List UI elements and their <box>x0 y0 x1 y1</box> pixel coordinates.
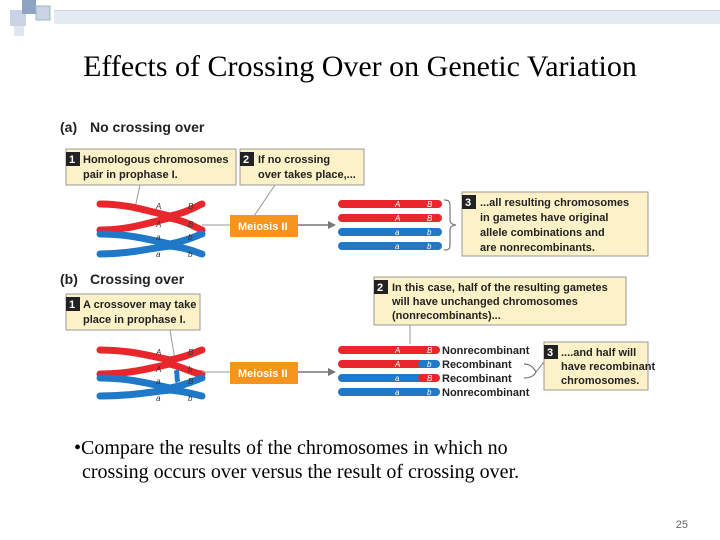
svg-text:A: A <box>155 202 161 211</box>
panel-b-step1-line1: A crossover may take <box>83 299 196 311</box>
svg-text:B: B <box>188 377 194 386</box>
svg-text:b: b <box>188 233 193 242</box>
svg-text:A: A <box>155 220 161 229</box>
panel-b-step1-line2: place in prophase I. <box>83 314 186 326</box>
svg-text:A: A <box>394 214 400 223</box>
bullet-text: •Compare the results of the chromosomes … <box>74 436 674 484</box>
panel-b-result-2: Recombinant <box>442 359 512 371</box>
svg-text:b: b <box>188 365 193 374</box>
svg-text:a: a <box>395 374 400 383</box>
panel-b-result-3: Recombinant <box>442 373 512 385</box>
panel-b-step3-line1: ....and half will <box>561 347 636 359</box>
svg-text:a: a <box>156 394 161 403</box>
panel-b-result-1: Nonrecombinant <box>442 345 530 357</box>
panel-b-step3-number: 3 <box>547 347 553 359</box>
svg-text:a: a <box>156 377 161 386</box>
panel-a-step3-line4: are nonrecombinants. <box>480 242 595 254</box>
panel-a-heading: No crossing over <box>90 119 205 135</box>
svg-text:b: b <box>188 250 193 259</box>
panel-b-step2-line2: will have unchanged chromosomes <box>391 296 578 308</box>
panel-b-step3-line3: chromosomes. <box>561 375 639 387</box>
panel-b-step2-line1: In this case, half of the resulting game… <box>392 282 608 294</box>
panel-a-step3-number: 3 <box>465 197 471 209</box>
svg-text:b: b <box>427 388 432 397</box>
svg-text:b: b <box>188 394 193 403</box>
svg-text:B: B <box>427 346 433 355</box>
svg-text:A: A <box>394 200 400 209</box>
panel-b-heading: Crossing over <box>90 271 185 287</box>
panel-a-step2-number: 2 <box>243 154 249 166</box>
bullet-line-2: crossing occurs over versus the result o… <box>74 460 674 484</box>
panel-a-meiosis-label: Meiosis II <box>238 221 288 233</box>
panel-b-meiosis-label: Meiosis II <box>238 368 288 380</box>
bullet-line-1: •Compare the results of the chromosomes … <box>74 437 508 459</box>
panel-b-step3-line2: have recombinant <box>561 361 655 373</box>
svg-text:A: A <box>155 365 161 374</box>
panel-a-step1-number: 1 <box>69 154 75 166</box>
panel-b-step1-number: 1 <box>69 299 75 311</box>
panel-a-step3-line1: ...all resulting chromosomes <box>480 197 629 209</box>
svg-text:b: b <box>427 242 432 251</box>
svg-text:B: B <box>427 200 433 209</box>
panel-b-result-4: Nonrecombinant <box>442 387 530 399</box>
svg-text:B: B <box>427 374 433 383</box>
page-number: 25 <box>648 519 688 531</box>
svg-text:a: a <box>156 250 161 259</box>
svg-text:A: A <box>394 360 400 369</box>
corner-decoration <box>0 0 720 48</box>
svg-text:B: B <box>427 214 433 223</box>
panel-a-step3-line2: in gametes have original <box>480 212 608 224</box>
panel-b-letter: (b) <box>60 271 78 287</box>
panel-a-letter: (a) <box>60 119 77 135</box>
svg-text:a: a <box>395 242 400 251</box>
svg-text:a: a <box>395 388 400 397</box>
panel-a-step3-line3: allele combinations and <box>480 227 605 239</box>
svg-text:a: a <box>395 228 400 237</box>
svg-text:A: A <box>394 346 400 355</box>
crossing-over-figure: (a) No crossing over 1 Homologous chromo… <box>50 112 668 404</box>
panel-a-step1-line2: pair in prophase I. <box>83 169 178 181</box>
panel-a-step1-line1: Homologous chromosomes <box>83 154 228 166</box>
panel-b-step2-number: 2 <box>377 282 383 294</box>
svg-text:B: B <box>188 220 194 229</box>
panel-a-step2-line1: If no crossing <box>258 154 330 166</box>
slide-title: Effects of Crossing Over on Genetic Vari… <box>0 50 720 84</box>
svg-text:b: b <box>427 228 432 237</box>
svg-text:a: a <box>156 233 161 242</box>
svg-text:B: B <box>188 348 194 357</box>
panel-b-step2-line3: (nonrecombinants)... <box>392 310 501 322</box>
svg-text:b: b <box>427 360 432 369</box>
panel-a-step2-line2: over takes place,... <box>258 169 356 181</box>
svg-text:B: B <box>188 202 194 211</box>
svg-text:A: A <box>155 348 161 357</box>
